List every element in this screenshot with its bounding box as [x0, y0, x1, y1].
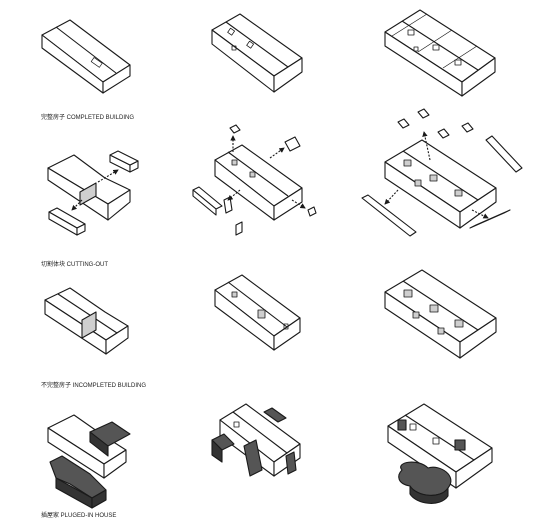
building-medium-cut [192, 124, 317, 236]
stage-label-pluged-in-house: 插屋家 PLUGED-IN HOUSE [41, 513, 117, 519]
building-large-cut [361, 108, 523, 237]
building-small-plugin [47, 414, 131, 509]
building-large-complete [384, 9, 496, 97]
stage-label-cutting-out: 切割体块 CUTTING-OUT [41, 262, 108, 268]
building-medium-plugin [211, 403, 301, 477]
building-medium-complete [211, 13, 303, 93]
building-small-incomplete [44, 287, 129, 355]
building-small-cut [47, 150, 139, 236]
stage-label-completed-building: 完整房子 COMPLETED BUILDING [41, 115, 135, 121]
building-medium-incomplete [214, 274, 301, 351]
building-small-complete [41, 19, 131, 94]
building-large-incomplete [384, 269, 497, 359]
building-large-plugin [387, 403, 493, 504]
stage-label-incompleted-building: 不完整房子 INCOMPLETED BUILDING [41, 383, 147, 389]
